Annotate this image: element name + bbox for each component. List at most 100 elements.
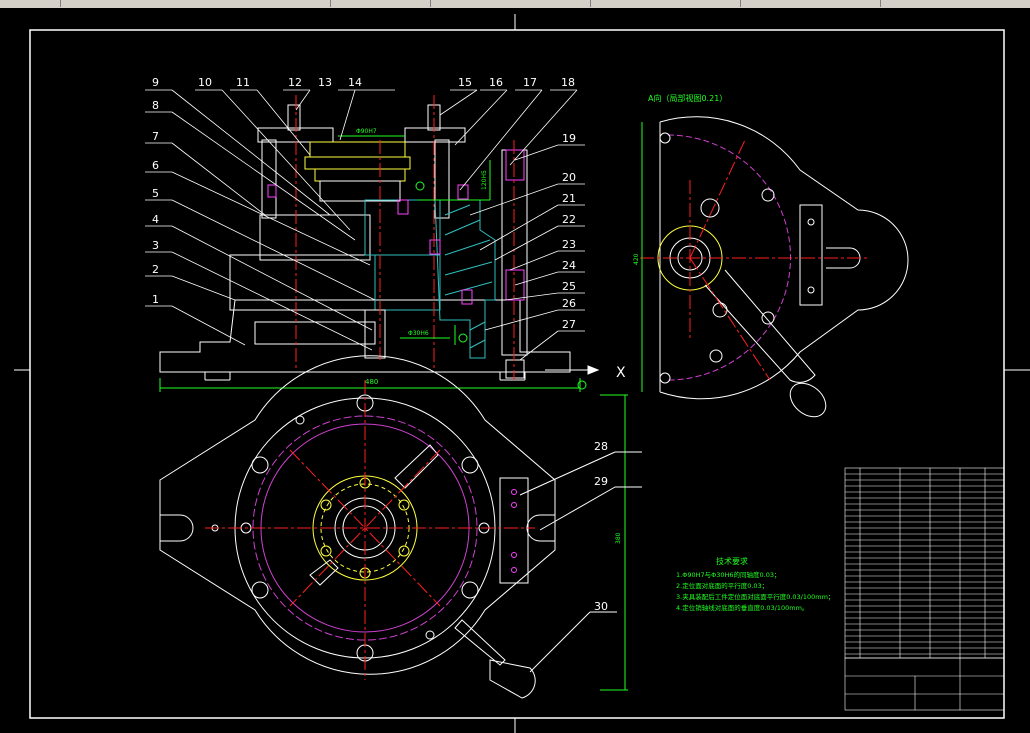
top-handle-knob — [489, 659, 536, 699]
toolbar-separator — [590, 0, 591, 7]
side-bolt — [709, 349, 723, 363]
side-center-line — [689, 257, 771, 381]
part-number-14: 14 — [348, 76, 362, 89]
hatch — [469, 339, 486, 349]
hatch — [444, 239, 491, 256]
part-number-23: 23 — [562, 238, 576, 251]
tech-req-title: 技术要求 — [716, 556, 748, 566]
drawing-canvas[interactable]: 480 Φ90H7 Φ30H6 120H5 9 10 11 12 — [0, 8, 1030, 733]
dim-h7: Φ90H7 — [356, 128, 377, 135]
side-body-outline — [659, 116, 909, 400]
part-number-10: 10 — [198, 76, 212, 89]
parts-list-table — [844, 467, 1005, 711]
part-number-11: 11 — [236, 76, 250, 89]
screw — [429, 239, 441, 255]
view-arrow-head — [587, 365, 600, 375]
top-slot-hole — [511, 489, 517, 495]
hatch — [444, 219, 481, 236]
leader-30 — [529, 611, 591, 673]
tech-req-item-3: 3.夹具装配后工件定位面对底面平行度0.03/100mm； — [676, 592, 834, 601]
front-section-view — [159, 95, 600, 381]
title-block — [844, 657, 1005, 711]
post-nut — [505, 359, 525, 379]
top-left-slot — [160, 514, 194, 542]
toolbar-separator — [740, 0, 741, 7]
part-number-29: 29 — [594, 475, 608, 488]
part-numbers-top: 9 10 11 12 13 14 15 16 17 18 — [152, 76, 575, 89]
side-bolt — [761, 311, 775, 325]
side-slot-hole — [807, 218, 815, 226]
drawing-frame — [29, 29, 1005, 719]
side-handle — [704, 269, 816, 383]
part-number-19: 19 — [562, 132, 576, 145]
dim-h6: Φ30H6 — [408, 330, 429, 337]
part-number-27: 27 — [562, 318, 576, 331]
screw — [461, 289, 473, 305]
side-view — [640, 116, 909, 418]
part-number-9: 9 — [152, 76, 159, 89]
toolbar-separator — [430, 0, 431, 7]
top-small-hole — [425, 630, 435, 640]
top-base-outline — [159, 355, 556, 675]
top-dim-vertical: 380 — [615, 532, 622, 544]
top-slot-hole — [511, 567, 517, 573]
top-bolt — [461, 581, 479, 599]
technical-requirements: 技术要求 1.Φ90H7与Φ30H6的同轴度0.03； 2.定位面对底面的平行度… — [676, 556, 834, 612]
top-clamp-arm — [309, 559, 339, 586]
part-number-21: 21 — [562, 192, 576, 205]
top-center-line — [289, 449, 441, 607]
top-hub-bolt — [398, 545, 410, 557]
dim-bottom: 480 — [365, 378, 378, 386]
toolbar-separator — [330, 0, 331, 7]
leader-29 — [539, 486, 616, 531]
top-bolt — [251, 581, 269, 599]
screw — [397, 199, 409, 215]
tech-req-item-1: 1.Φ90H7与Φ30H6的同轴度0.03； — [676, 570, 781, 579]
part-numbers-left: 8 7 6 5 4 3 2 1 — [152, 99, 159, 306]
part-number-20: 20 — [562, 171, 576, 184]
top-clamp-arm — [394, 444, 439, 489]
screw — [457, 184, 469, 200]
part-number-30: 30 — [594, 600, 608, 613]
top-slot-hole — [511, 552, 517, 558]
hatch — [444, 261, 493, 276]
top-handle — [454, 619, 506, 666]
datum-marker — [577, 380, 587, 390]
part-number-26: 26 — [562, 297, 576, 310]
top-slot-hole — [511, 502, 517, 508]
side-view-title: A向（局部视图0.21） — [648, 93, 727, 103]
right-column — [434, 139, 450, 219]
datum-marker — [458, 333, 468, 343]
part-number-22: 22 — [562, 213, 576, 226]
part-number-7: 7 — [152, 130, 159, 143]
part-number-16: 16 — [489, 76, 503, 89]
top-hub-bolt — [398, 499, 410, 511]
support-block — [259, 214, 371, 261]
post-pin — [505, 269, 525, 301]
part-number-4: 4 — [152, 213, 159, 226]
part-number-24: 24 — [562, 259, 576, 272]
front-dimensions — [159, 135, 587, 392]
part-number-18: 18 — [561, 76, 575, 89]
part-number-5: 5 — [152, 187, 159, 200]
top-center-line — [289, 449, 441, 607]
side-slot-block — [799, 204, 823, 306]
part-number-2: 2 — [152, 263, 159, 276]
dim-side: 120H5 — [481, 170, 488, 190]
part-numbers-right: 19 20 21 22 23 24 25 26 27 — [562, 132, 576, 331]
screw — [267, 184, 277, 198]
bolt-head — [287, 104, 301, 131]
part-number-15: 15 — [458, 76, 472, 89]
top-hub-bolt — [320, 499, 332, 511]
leader-lines — [145, 89, 585, 361]
index-pin — [364, 309, 386, 359]
side-bolt — [659, 372, 671, 384]
top-hub-bolt — [320, 545, 332, 557]
side-dim-height: 420 — [633, 253, 640, 265]
top-slot-block — [499, 477, 529, 584]
top-bolt — [251, 456, 269, 474]
part-number-28: 28 — [594, 440, 608, 453]
post-pin — [505, 149, 525, 181]
top-bolt — [461, 456, 479, 474]
tech-req-item-2: 2.定位面对底面的平行度0.03； — [676, 581, 768, 590]
